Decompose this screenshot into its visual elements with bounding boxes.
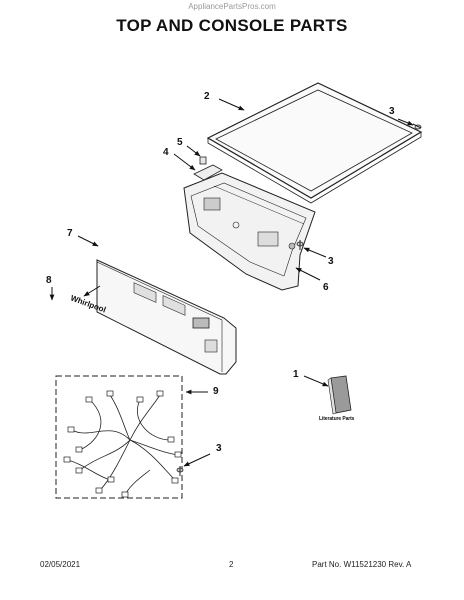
footer-date: 02/05/2021 — [40, 560, 81, 569]
leader-8b — [83, 285, 101, 297]
callout-5: 5 — [177, 137, 183, 148]
leader-7 — [77, 235, 99, 247]
screw-part-top — [412, 123, 422, 130]
callout-3-top: 3 — [389, 106, 395, 117]
top-panel-part — [206, 82, 423, 204]
footer-part-number: Part No. W11521230 Rev. A — [312, 560, 412, 569]
leader-4 — [173, 153, 196, 171]
site-watermark: AppliancePartsPros.com — [188, 2, 276, 11]
footer-page-number: 2 — [229, 560, 234, 569]
callout-2: 2 — [204, 91, 210, 102]
clip-part — [199, 156, 207, 165]
leader-3b — [303, 247, 327, 258]
screw-part-bottom — [176, 466, 184, 476]
leader-2 — [218, 98, 245, 111]
literature-part — [327, 375, 352, 415]
leader-3c — [183, 453, 211, 467]
leader-1 — [303, 375, 329, 387]
bracket-part — [193, 164, 223, 181]
callout-1: 1 — [293, 369, 299, 380]
leader-3a — [397, 118, 414, 126]
leader-5 — [186, 145, 201, 157]
callout-4: 4 — [163, 147, 169, 158]
callout-6: 6 — [323, 282, 329, 293]
callout-3-bottom: 3 — [216, 443, 222, 454]
console-panel-part — [96, 259, 237, 375]
callout-8: 8 — [46, 275, 52, 286]
callout-9: 9 — [213, 386, 219, 397]
wire-harness-part — [55, 375, 183, 499]
literature-parts-label: Literature Parts — [319, 416, 355, 422]
page-title: TOP AND CONSOLE PARTS — [116, 16, 348, 35]
screw-part-middle — [296, 240, 304, 250]
callout-7: 7 — [67, 228, 73, 239]
callout-3-middle: 3 — [328, 256, 334, 267]
leader-6 — [295, 267, 321, 281]
console-bracket-part — [183, 172, 316, 291]
